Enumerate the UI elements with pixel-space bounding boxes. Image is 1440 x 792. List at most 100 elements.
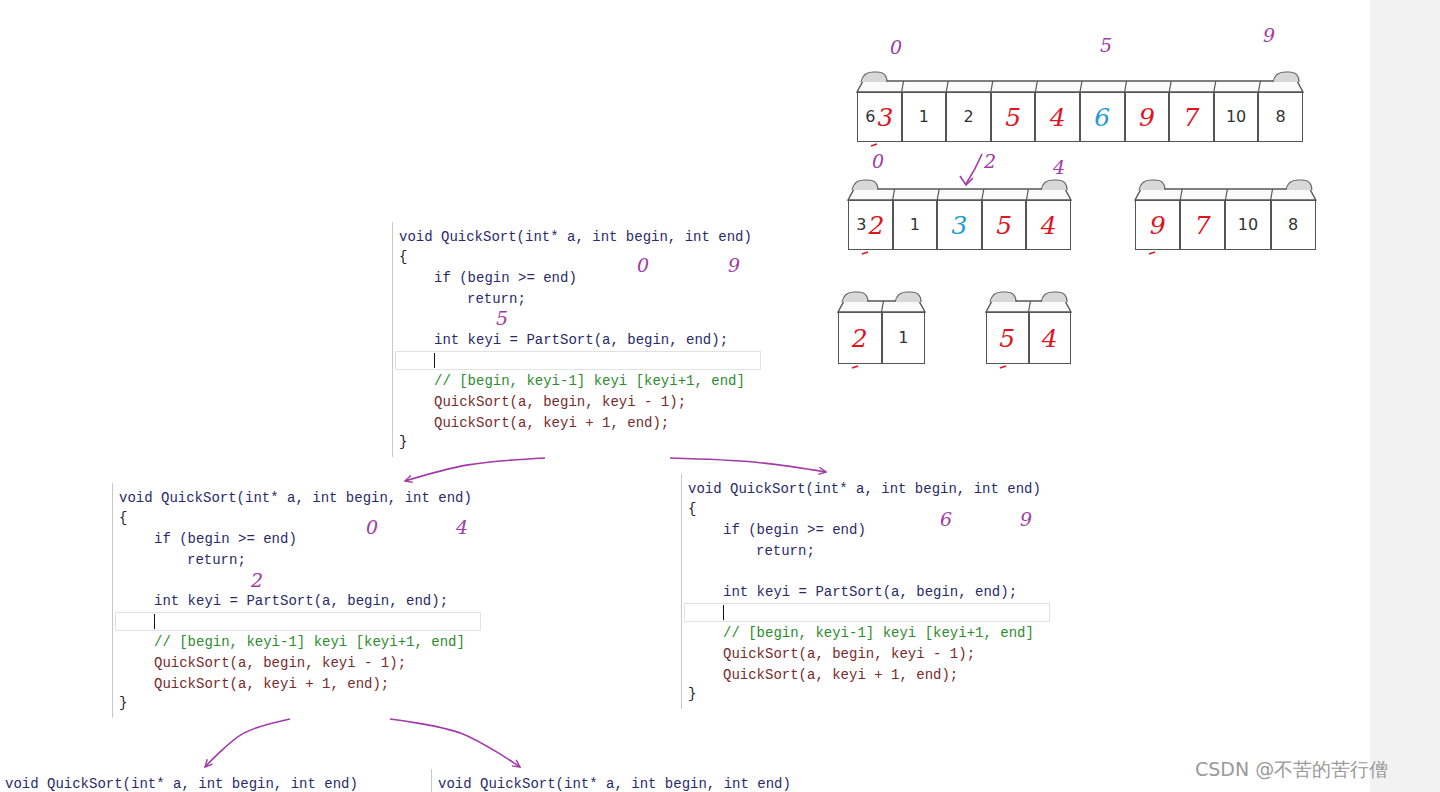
cell-divider — [1214, 81, 1216, 92]
code-line: { — [399, 248, 407, 266]
code-line: if (begin >= end) — [154, 530, 297, 548]
code-line: if (begin >= end) — [723, 521, 866, 539]
cell-divider — [1080, 81, 1082, 92]
index-tab — [1041, 180, 1067, 190]
cell-divider — [1026, 189, 1028, 200]
code-line: QuickSort(a, begin, keyi - 1); — [434, 393, 686, 411]
index-note: 5 — [496, 309, 508, 328]
code-block: void QuickSort(int* a, int begin, int en… — [0, 769, 368, 792]
tick-mark — [852, 366, 858, 368]
array-top-face — [848, 189, 1071, 200]
code-line: void QuickSort(int* a, int begin, int en… — [688, 480, 1041, 498]
code-line: QuickSort(a, keyi + 1, end); — [723, 666, 958, 684]
array-cell: 63 — [857, 92, 902, 142]
index-note: 2 — [251, 571, 263, 590]
code-line: // [begin, keyi-1] keyi [keyi+1, end] — [434, 372, 745, 390]
cell-value: 8 — [1288, 217, 1298, 233]
array-cell: 2 — [946, 92, 991, 142]
cell-divider — [1035, 81, 1037, 92]
code-line: void QuickSort(int* a, int begin, int en… — [438, 775, 791, 792]
text-caret — [723, 605, 724, 620]
index-note: 4 — [456, 518, 468, 537]
code-line: { — [688, 500, 696, 518]
cell-value: 3 — [856, 217, 866, 233]
index-tab — [1041, 292, 1067, 302]
array-top-face — [986, 292, 1071, 368]
array-cell: 2 — [838, 312, 882, 364]
cursor-line — [395, 351, 761, 370]
cell-value: 9 — [1139, 105, 1155, 130]
cursor-line — [115, 612, 481, 631]
code-block: void QuickSort(int* a, int begin, int en… — [392, 222, 762, 457]
array-top-face — [838, 292, 925, 368]
index-note: 0 — [890, 38, 902, 57]
cell-value: 7 — [1184, 105, 1200, 130]
code-line: } — [399, 433, 407, 451]
cell-value: 10 — [1226, 109, 1246, 125]
call-arrow — [405, 458, 545, 481]
array-top-face — [857, 81, 1303, 92]
array-cell: 7 — [1169, 92, 1214, 142]
tick-mark — [871, 144, 877, 146]
array-cell: 6 — [1080, 92, 1125, 142]
index-tab — [852, 180, 878, 190]
index-note: 0 — [637, 256, 649, 275]
cell-value: 3 — [877, 105, 893, 130]
index-note: 9 — [1263, 26, 1275, 45]
code-line: void QuickSort(int* a, int begin, int en… — [399, 228, 752, 246]
code-line: if (begin >= end) — [434, 269, 577, 287]
code-line: // [begin, keyi-1] keyi [keyi+1, end] — [723, 624, 1034, 642]
cell-value: 2 — [963, 109, 973, 125]
cell-divider — [1169, 81, 1171, 92]
cursor-line — [684, 603, 1050, 622]
array-cell: 8 — [1258, 92, 1303, 142]
code-block: void QuickSort(int* a, int begin, int en… — [681, 474, 1051, 709]
code-line: } — [119, 694, 127, 712]
cell-divider — [982, 189, 984, 200]
array-cell: 3 — [937, 200, 982, 250]
code-block: void QuickSort(int* a, int begin, int en… — [431, 769, 801, 792]
cell-value: 5 — [1005, 105, 1021, 130]
cell-divider — [1029, 301, 1031, 312]
array-cell: 4 — [1029, 312, 1072, 364]
cell-divider — [902, 81, 904, 92]
cell-divider — [1125, 81, 1127, 92]
side-panel — [1370, 0, 1440, 792]
cell-value: 8 — [1276, 109, 1286, 125]
code-line: return; — [187, 551, 246, 569]
cell-divider — [1258, 81, 1260, 92]
code-line: return; — [756, 542, 815, 560]
cell-value: 2 — [868, 213, 884, 238]
cell-divider — [893, 189, 895, 200]
cell-divider — [991, 81, 993, 92]
index-note: 0 — [872, 152, 884, 171]
index-tab — [842, 292, 868, 302]
array-cell: 1 — [882, 312, 926, 364]
index-tab — [1139, 180, 1165, 190]
watermark: CSDN @不苦的苦行僧 — [1195, 760, 1388, 779]
call-arrow — [670, 458, 826, 472]
array-cell: 7 — [1180, 200, 1225, 250]
code-line: void QuickSort(int* a, int begin, int en… — [5, 775, 358, 792]
index-note: 5 — [1100, 36, 1112, 55]
cell-value: 5 — [996, 213, 1012, 238]
code-line: } — [688, 685, 696, 703]
array-cell: 4 — [1026, 200, 1071, 250]
cell-value: 2 — [852, 326, 868, 351]
cell-divider — [882, 301, 884, 312]
code-line: QuickSort(a, keyi + 1, end); — [154, 675, 389, 693]
index-tab — [990, 292, 1016, 302]
call-arrow — [205, 719, 290, 767]
array-cell: 4 — [1035, 92, 1080, 142]
cell-value: 6 — [865, 109, 875, 125]
code-line: int keyi = PartSort(a, begin, end); — [723, 583, 1017, 601]
cell-value: 3 — [952, 213, 968, 238]
array-cell: 5 — [982, 200, 1027, 250]
cell-value: 1 — [898, 330, 908, 346]
cell-value: 4 — [1041, 213, 1057, 238]
code-block: void QuickSort(int* a, int begin, int en… — [112, 483, 482, 718]
cell-value: 1 — [919, 109, 929, 125]
array-top-face — [838, 301, 925, 312]
index-tab — [1286, 180, 1312, 190]
index-note: 0 — [366, 518, 378, 537]
